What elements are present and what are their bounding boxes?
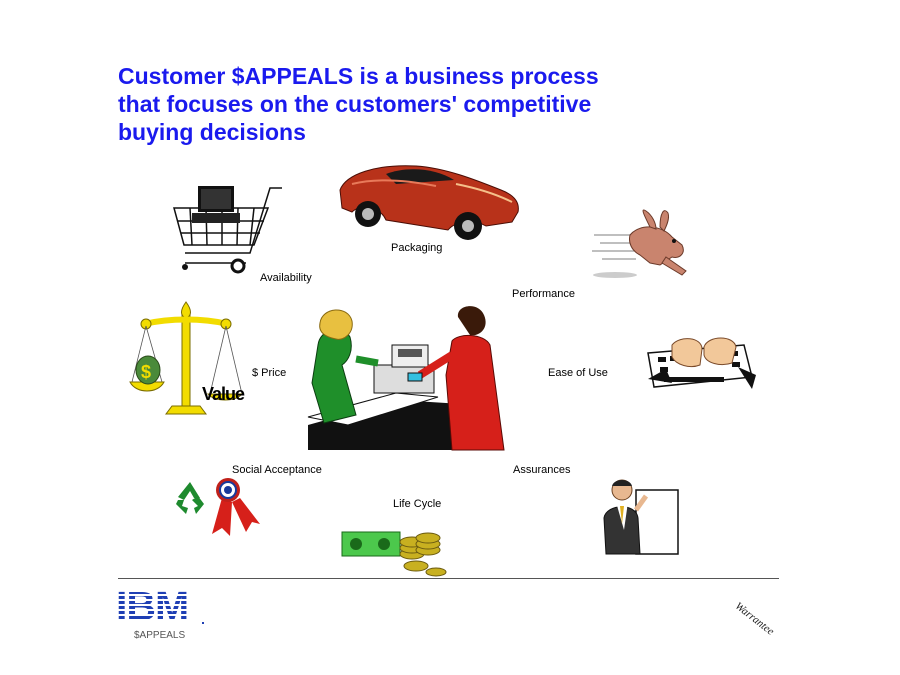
award-ribbon-icon	[212, 478, 260, 536]
recycle-icon	[176, 482, 204, 514]
footer-label: $APPEALS	[134, 630, 186, 641]
slide-title: Customer $APPEALS is a business process …	[118, 62, 738, 146]
value-word: Value	[202, 384, 245, 404]
label-availability: Availability	[260, 272, 312, 284]
label-ease-of-use: Ease of Use	[548, 367, 608, 379]
label-social-acceptance: Social Acceptance	[232, 464, 322, 476]
footer-divider	[118, 578, 779, 579]
keyboard-hands-icon	[647, 337, 756, 389]
label-assurances: Assurances	[513, 464, 571, 476]
label-price: $ Price	[252, 367, 287, 379]
title-line-3: buying decisions	[118, 119, 306, 145]
rabbit-icon	[592, 209, 687, 278]
warrantee-signature: Warrantee	[732, 600, 777, 638]
svg-text:$: $	[141, 362, 151, 382]
label-packaging: Packaging	[391, 242, 443, 254]
ibm-logo: IBM	[116, 583, 204, 629]
title-line-2: that focuses on the customers' competiti…	[118, 91, 592, 117]
businessman-certificate-icon	[603, 479, 679, 555]
label-performance: Performance	[512, 288, 575, 300]
sports-car-icon	[339, 165, 519, 240]
label-life-cycle: Life Cycle	[393, 498, 442, 510]
ibm-logo-text: IBM	[116, 583, 188, 629]
checkout-scene-icon	[307, 306, 505, 451]
price-scale-icon: $	[129, 301, 244, 415]
money-coins-icon	[341, 531, 447, 577]
shopping-cart-icon	[173, 186, 282, 274]
title-line-1: Customer $APPEALS is a business process	[118, 63, 599, 89]
